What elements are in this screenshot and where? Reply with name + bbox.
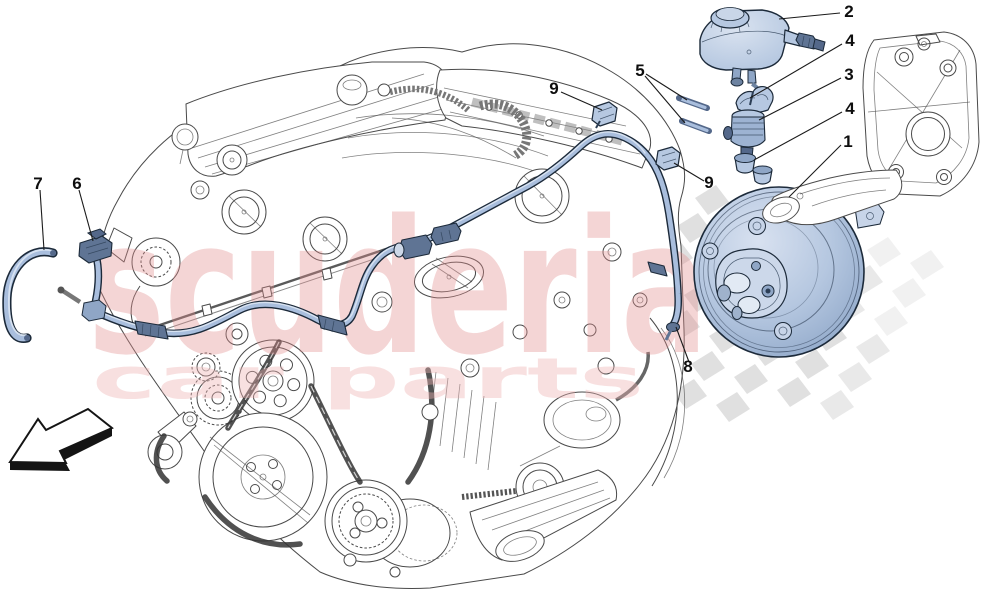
- leader-2: [778, 12, 841, 20]
- direction-arrow: [8, 407, 114, 471]
- callout-8: 8: [683, 357, 692, 376]
- callout-9a: 9: [549, 79, 558, 98]
- pipe-clip-right: [655, 146, 681, 171]
- engine-line-art: [98, 43, 686, 589]
- callout-5: 5: [635, 61, 644, 80]
- watermark-secondary-text: car parts: [92, 347, 644, 412]
- mounting-bracket: [762, 31, 980, 226]
- reservoir: [699, 7, 826, 96]
- spare-hose: [2, 247, 58, 343]
- leader-3: [758, 77, 842, 121]
- leader-7: [39, 189, 45, 251]
- callout-4a: 4: [845, 31, 855, 50]
- elbow-connector: [78, 228, 113, 264]
- grommets: [734, 153, 773, 185]
- watermark-primary-text: scuderia: [88, 180, 708, 396]
- callout-1: 1: [843, 132, 852, 151]
- brake-servo-booster: [693, 186, 885, 358]
- leader-9b: [673, 162, 705, 182]
- callout-labels: 2 4 3 4 1 5 9 9 8 6 7: [33, 2, 855, 376]
- callout-4b: 4: [845, 99, 855, 118]
- callout-9b: 9: [704, 173, 713, 192]
- leader-lines: [39, 12, 843, 363]
- leader-4a: [749, 43, 843, 99]
- brake-vacuum-pipe: [57, 101, 683, 341]
- leader-5a: [645, 73, 688, 101]
- leader-1: [788, 144, 842, 198]
- leader-6: [78, 189, 94, 242]
- callout-2: 2: [844, 2, 853, 21]
- leader-9a: [560, 91, 603, 111]
- callout-6: 6: [72, 174, 81, 193]
- retaining-pins: [676, 95, 712, 134]
- leader-4b: [753, 111, 843, 161]
- leader-8: [675, 326, 690, 363]
- callout-3: 3: [844, 65, 853, 84]
- leader-5b: [644, 75, 686, 124]
- callout-7: 7: [33, 174, 42, 193]
- pipe-clamp: [735, 86, 774, 114]
